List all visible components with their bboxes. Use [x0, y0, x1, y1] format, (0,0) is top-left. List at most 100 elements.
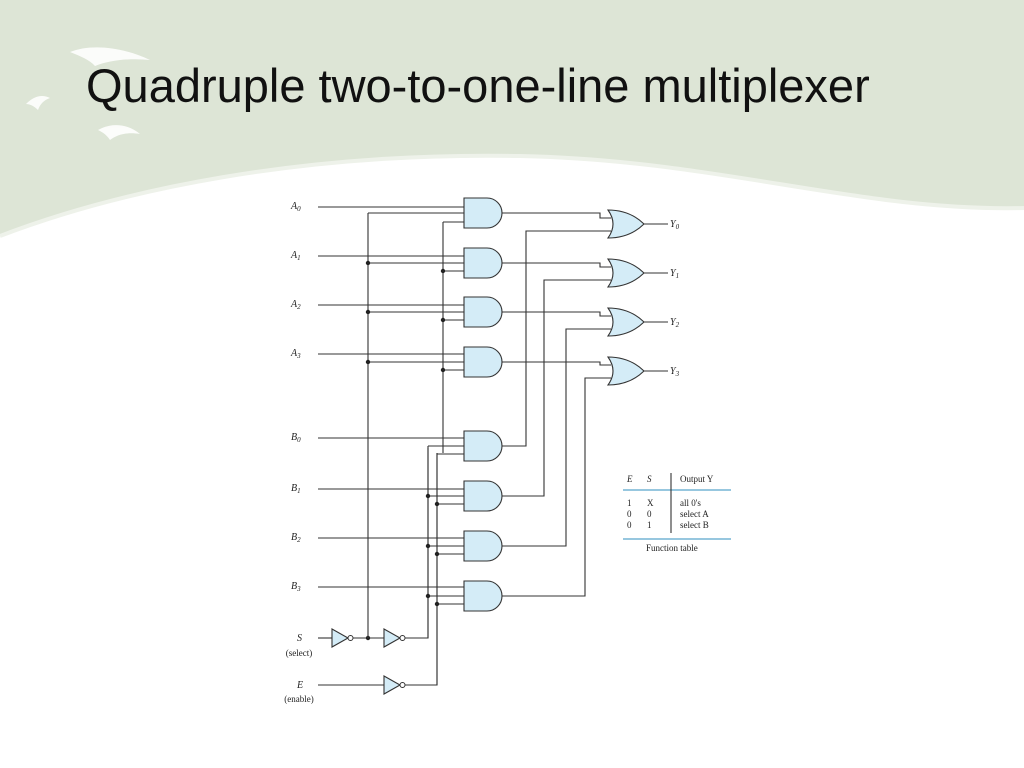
- inverter-bubble: [399, 682, 406, 688]
- label-y0-subscript: 0: [676, 223, 680, 231]
- table-cell-s: X: [647, 498, 654, 508]
- label-a2: A2: [290, 299, 301, 311]
- label-b1-subscript: 1: [297, 487, 301, 495]
- label-y2: Y2: [670, 317, 680, 329]
- label-a0-subscript: 0: [297, 205, 301, 213]
- label-b3-letter: B: [291, 581, 297, 592]
- wire-a-out-1: [502, 262, 611, 268]
- and-gate-b2: [463, 530, 503, 562]
- label-a0: A0: [290, 201, 301, 213]
- labels: A0A1A2A3B0B1B2B3Y0Y1Y2Y3S(select)E(enabl…: [284, 201, 679, 704]
- label-select-caption: (select): [286, 648, 312, 658]
- and-gate-b3: [463, 580, 503, 612]
- junction-dot: [365, 260, 371, 266]
- junction-dot: [440, 367, 446, 373]
- wire-b-out-1: [502, 279, 611, 497]
- wire-b-out-0: [502, 230, 611, 447]
- table-cell-output: all 0's: [680, 498, 701, 508]
- enable-inverter: [383, 675, 402, 695]
- label-a3: A3: [290, 348, 301, 360]
- junction-dot: [425, 493, 431, 499]
- label-y1-subscript: 1: [676, 272, 680, 280]
- label-a0-letter: A: [290, 201, 298, 212]
- label-y2-subscript: 2: [676, 321, 680, 329]
- table-cell-s: 1: [647, 520, 652, 530]
- junction-dot: [440, 268, 446, 274]
- label-a1-letter: A: [290, 250, 298, 261]
- select-inverter-1: [331, 628, 350, 648]
- wire-b-out-3: [502, 377, 611, 597]
- table-header-s: S: [647, 474, 652, 484]
- junction-dot: [440, 317, 446, 323]
- label-a1: A1: [290, 250, 301, 262]
- and-gate-b0: [463, 430, 503, 462]
- label-b1-letter: B: [291, 483, 297, 494]
- label-enable-caption: (enable): [284, 694, 313, 704]
- or-gate-3: [606, 356, 645, 386]
- multiplexer-circuit-diagram: A0A1A2A3B0B1B2B3Y0Y1Y2Y3S(select)E(enabl…: [284, 197, 731, 704]
- label-b2-subscript: 2: [297, 536, 301, 544]
- label-b3: B3: [291, 581, 301, 593]
- label-b0: B0: [291, 432, 301, 444]
- label-a3-subscript: 3: [296, 352, 301, 360]
- wire-b-out-2: [502, 328, 611, 547]
- label-s: S: [297, 633, 302, 644]
- junction-dot: [425, 593, 431, 599]
- header-banner: [0, 0, 1024, 236]
- label-b3-subscript: 3: [296, 585, 301, 593]
- wire-s-bar-bus: [405, 448, 429, 639]
- wire-e-bar-bus: [405, 453, 438, 686]
- label-b1: B1: [291, 483, 301, 495]
- junction-dot: [434, 551, 440, 557]
- label-y1: Y1: [670, 268, 679, 280]
- wire-a-out-0: [502, 212, 611, 219]
- table-cell-e: 1: [627, 498, 632, 508]
- and-gate-a3: [463, 346, 503, 378]
- label-y1-letter: Y: [670, 268, 677, 279]
- label-b2-letter: B: [291, 532, 297, 543]
- table-header-output: Output Y: [680, 474, 714, 484]
- bird-icon: [26, 47, 150, 140]
- inverter-bubble: [347, 635, 354, 641]
- label-y3-subscript: 3: [675, 370, 680, 378]
- label-y0-letter: Y: [670, 219, 677, 230]
- label-a3-letter: A: [290, 348, 298, 359]
- wire-a-out-2: [502, 311, 611, 317]
- label-a2-subscript: 2: [297, 303, 301, 311]
- label-y0: Y0: [670, 219, 680, 231]
- or-gate-2: [606, 307, 645, 337]
- label-e: E: [296, 680, 303, 691]
- label-a1-subscript: 1: [297, 254, 301, 262]
- circuit-panel: [275, 190, 731, 705]
- label-a2-letter: A: [290, 299, 298, 310]
- or-gate-0: [606, 209, 645, 239]
- wire-a-out-3: [502, 361, 611, 366]
- junction-dot: [434, 501, 440, 507]
- label-b2: B2: [291, 532, 301, 544]
- and-gate-a2: [463, 296, 503, 328]
- and-gate-a0: [463, 197, 503, 229]
- and-gate-b1: [463, 480, 503, 512]
- gates: [331, 197, 645, 695]
- table-cell-output: select B: [680, 520, 709, 530]
- table-caption: Function table: [646, 543, 698, 553]
- junction-dot: [434, 601, 440, 607]
- junction-dot: [365, 309, 371, 315]
- label-y3: Y3: [670, 366, 680, 378]
- banner-highlight: [0, 153, 1024, 238]
- wires: [318, 206, 668, 686]
- label-b0-letter: B: [291, 432, 297, 443]
- label-y2-letter: Y: [670, 317, 677, 328]
- or-gate-1: [606, 258, 645, 288]
- table-cell-s: 0: [647, 509, 652, 519]
- table-cell-e: 0: [627, 520, 632, 530]
- table-header-e: E: [626, 474, 633, 484]
- inverter-bubble: [399, 635, 406, 641]
- select-inverter-2: [383, 628, 402, 648]
- table-cell-output: select A: [680, 509, 709, 519]
- slide-title: Quadruple two-to-one-line multiplexer: [86, 59, 870, 112]
- table-cell-e: 0: [627, 509, 632, 519]
- junction-dot: [425, 543, 431, 549]
